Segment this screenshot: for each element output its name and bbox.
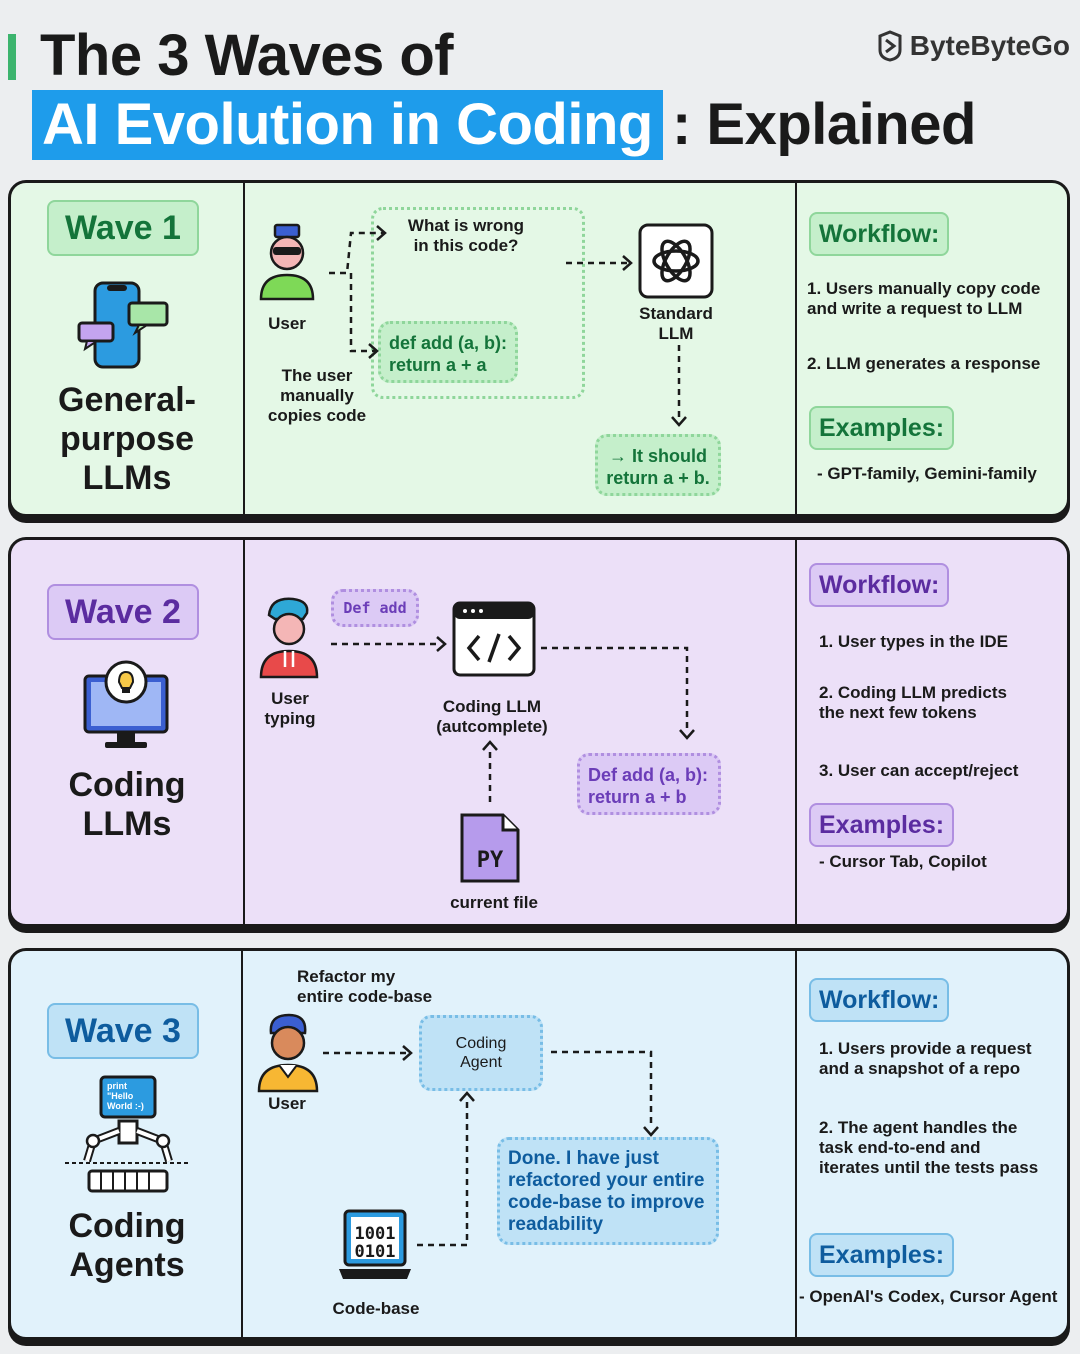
divider xyxy=(795,183,797,514)
divider xyxy=(795,951,797,1337)
user-avatar-icon xyxy=(257,1013,319,1093)
divider xyxy=(243,183,245,514)
title-line-1: The 3 Waves of xyxy=(40,23,454,88)
wave-2-workflow-badge: Workflow: xyxy=(809,563,950,607)
wave-1-examples-badge: Examples: xyxy=(809,406,955,450)
wave-1-panel: Wave 1 General- purpose LLMs User What i… xyxy=(8,180,1070,517)
coding-llm-label: Coding LLM (autcomplete) xyxy=(436,697,548,736)
standard-llm-label: Standard LLM xyxy=(639,304,713,343)
wave-3-panel: Wave 3 print "Hello World :-) Coding Age… xyxy=(8,948,1070,1340)
code-snippet: def add (a, b): return a + a xyxy=(378,321,518,383)
codebase-laptop-icon xyxy=(339,1209,411,1279)
wave-1-badge: Wave 1 xyxy=(47,200,199,256)
robot-screen-text: print "Hello World :-) xyxy=(107,1081,144,1111)
code-window-icon xyxy=(452,601,536,677)
question-text: What is wrong in this code? xyxy=(407,216,525,255)
current-file-label: current file xyxy=(450,893,538,912)
wave-3-workflow-badge: Workflow: xyxy=(809,978,950,1022)
wave-1-examples: - GPT-family, Gemini-family xyxy=(817,464,1037,483)
wave-1-workflow-step-1: 1. Users manually copy code and write a … xyxy=(807,279,1041,318)
wave-3-arrows xyxy=(323,1045,659,1247)
wave-1-title: General- purpose LLMs xyxy=(58,381,196,497)
brand: ByteByteGo xyxy=(876,30,1070,62)
request-text: Refactor my entire code-base xyxy=(297,967,433,1006)
wave-3-badge: Wave 3 xyxy=(47,1003,199,1059)
title-highlight: AI Evolution in Coding xyxy=(32,90,663,160)
user-avatar-icon xyxy=(259,223,315,301)
robot-icon xyxy=(65,1075,191,1193)
user-typing-label: User typing xyxy=(264,689,316,728)
bytebytego-logo-icon xyxy=(878,30,902,62)
phone-chat-icon xyxy=(77,281,169,369)
wave-2-workflow-step-3: 3. User can accept/reject xyxy=(819,761,1019,780)
wave-2-badge: Wave 2 xyxy=(47,584,199,640)
monitor-lightbulb-icon xyxy=(83,660,169,748)
request-box xyxy=(371,207,585,399)
brand-name: ByteByteGo xyxy=(909,30,1070,61)
divider xyxy=(241,951,243,1337)
wave-3-workflow-step-2: 2. The agent handles the task end-to-end… xyxy=(819,1118,1039,1177)
wave-2-examples-badge: Examples: xyxy=(809,803,955,847)
coding-agent-box: Coding Agent xyxy=(419,1015,543,1091)
wave-3-title: Coding Agents xyxy=(68,1207,186,1284)
binary-code: 1001 0101 xyxy=(354,1224,396,1262)
wave-2-examples: - Cursor Tab, Copilot xyxy=(819,852,987,871)
wave-3-examples: - OpenAl's Codex, Cursor Agent xyxy=(799,1287,1058,1306)
python-file-icon xyxy=(460,813,520,883)
openai-logo-icon xyxy=(638,223,714,299)
python-file-label: PY xyxy=(476,848,504,873)
wave-3-user-label: User xyxy=(268,1094,306,1113)
divider xyxy=(795,540,797,924)
copy-note: The user manually copies code xyxy=(267,366,367,425)
title-accent-bar xyxy=(8,34,16,80)
wave-3-workflow-step-1: 1. Users provide a request and a snapsho… xyxy=(819,1039,1032,1078)
wave-1-arrows xyxy=(329,225,687,427)
wave-3-examples-badge: Examples: xyxy=(809,1233,955,1277)
divider xyxy=(243,540,245,924)
wave-2-workflow-step-2: 2. Coding LLM predicts the next few toke… xyxy=(819,683,1007,722)
wave-2-workflow-step-1: 1. User types in the IDE xyxy=(819,632,1008,651)
wave-2-arrows xyxy=(331,636,695,802)
wave-2-panel: Wave 2 Coding LLMs User typing Def add C… xyxy=(8,537,1070,927)
codebase-label: Code-base xyxy=(332,1299,420,1318)
wave-1-workflow-badge: Workflow: xyxy=(809,212,950,256)
agent-result: Done. I have just refactored your entire… xyxy=(497,1137,719,1245)
user-avatar-icon xyxy=(259,597,319,679)
llm-response: → It should return a + b. xyxy=(595,434,721,496)
wave-1-workflow-step-2: 2. LLM generates a response xyxy=(807,354,1041,373)
typed-code: Def add xyxy=(331,589,419,627)
wave-1-user-label: User xyxy=(268,314,306,333)
suggested-completion: Def add (a, b): return a + b xyxy=(577,753,721,815)
wave-2-title: Coding LLMs xyxy=(68,766,186,843)
title-rest: : Explained xyxy=(672,92,976,157)
